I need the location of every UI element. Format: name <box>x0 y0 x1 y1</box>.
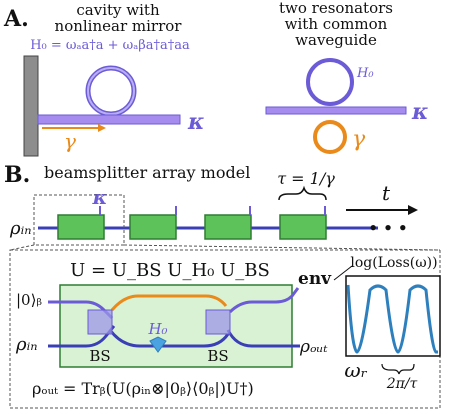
rho-out-label: ρₒᵤₜ <box>299 337 328 357</box>
left-caption-2: nonlinear mirror <box>55 17 183 35</box>
bottom-wire-left <box>48 325 116 348</box>
beamsplitter-right <box>205 309 231 335</box>
zoom-guide-right <box>123 244 441 251</box>
mirror <box>23 55 39 157</box>
rho-in-top: ρᵢₙ <box>9 218 32 239</box>
h0-diamond-icon <box>149 336 167 353</box>
tau-bracket <box>278 185 327 201</box>
unitary-label: U = U_BS U_H₀ U_BS <box>70 260 270 281</box>
zoom-panel <box>9 249 441 409</box>
loss-curve <box>346 284 438 354</box>
bs-right-label: BS <box>207 347 228 365</box>
cavity-ring-highlight <box>87 67 135 115</box>
panel-a-letter: A. <box>3 6 29 32</box>
loss-title: log(Loss(ω)) <box>350 255 437 271</box>
bs-left-label: BS <box>89 347 110 365</box>
left-caption-1: cavity with <box>76 1 160 19</box>
omega-r-label: ωᵣ <box>344 358 367 382</box>
right-caption-1: two resonators <box>279 0 393 17</box>
env-label: env <box>298 269 332 289</box>
waveguide-left <box>37 114 181 125</box>
right-caption-3: waveguide <box>295 31 377 49</box>
chain-box-1 <box>57 214 105 240</box>
ket-b-label: |0⟩ᵦ <box>16 291 42 309</box>
time-arrowhead <box>408 205 418 215</box>
selection-box <box>33 194 125 246</box>
kappa-chain-label: κ <box>92 185 108 209</box>
env-pointer <box>333 265 353 281</box>
h0-label: H₀ <box>147 320 167 338</box>
right-caption-2: with common <box>285 15 388 33</box>
chain-box-4 <box>279 214 327 240</box>
chain-ellipsis: • • • <box>368 219 407 237</box>
kappa-right-label: κ <box>411 99 429 125</box>
chain-box-2 <box>129 214 177 240</box>
zoom-guide-left <box>9 244 35 251</box>
rho-out-formula: ρₒᵤₜ = Trᵦ(U(ρᵢₙ⊗|0ᵦ⟩⟨0ᵦ|)U†) <box>32 379 254 398</box>
period-label: 2π/τ <box>386 376 418 392</box>
ring-h0-label: H₀ <box>356 66 374 81</box>
beamsplitter-left <box>87 309 113 335</box>
gamma-right-label: γ <box>352 127 366 152</box>
top-wire-right <box>228 287 300 314</box>
kappa-label: κ <box>187 109 205 135</box>
panel-b-letter: B. <box>4 162 30 188</box>
bottom-wire-middle <box>108 329 230 348</box>
chain-box-3 <box>204 214 252 240</box>
hamiltonian-label: H₀ = ωₐa†a + ωₐβa†a†aa <box>30 38 190 53</box>
upper-ring <box>306 58 354 106</box>
gamma-arrowhead <box>98 124 106 132</box>
top-wire-middle <box>110 294 228 311</box>
rho-in-label: ρᵢₙ <box>15 334 38 355</box>
lower-ring <box>313 120 347 154</box>
time-label: t <box>382 181 391 205</box>
tau-label: τ = 1/γ <box>277 169 335 188</box>
period-bracket <box>381 363 415 375</box>
gamma-label: γ <box>64 129 76 153</box>
waveguide-right <box>265 106 407 115</box>
panel-b-title: beamsplitter array model <box>44 163 250 182</box>
